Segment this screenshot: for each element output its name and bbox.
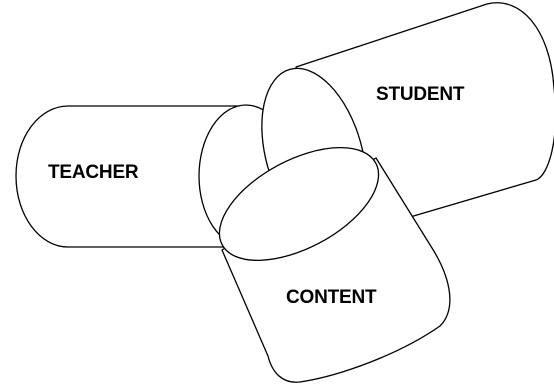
cylinder-content-label: CONTENT: [286, 287, 377, 308]
cylinder-content-body: [221, 157, 451, 383]
cylinder-teacher-body: [15, 105, 247, 248]
cylinder-content-top: [218, 146, 380, 262]
cylinder-student-label: STUDENT: [376, 84, 465, 105]
cylinder-content: CONTENT: [218, 146, 451, 383]
cylinder-teacher-label: TEACHER: [48, 162, 139, 183]
